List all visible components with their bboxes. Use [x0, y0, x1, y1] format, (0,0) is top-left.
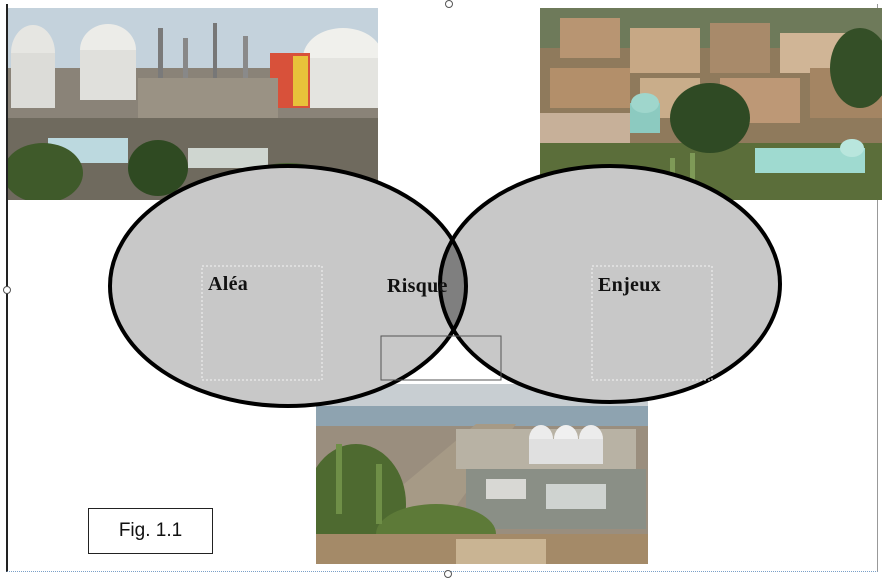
- risque-placeholder-box: [380, 335, 502, 381]
- left-resize-handle[interactable]: [3, 286, 11, 294]
- risque-label: Risque: [387, 275, 448, 297]
- enjeux-placeholder-box: [591, 265, 713, 381]
- alea-placeholder-box: [201, 265, 323, 381]
- figure-caption-box: Fig. 1.1: [88, 508, 213, 554]
- figure-caption: Fig. 1.1: [118, 520, 183, 541]
- industrial-refinery-photo: [8, 8, 378, 200]
- alea-label: Aléa: [208, 273, 249, 295]
- alea-ellipse: [110, 166, 466, 406]
- top-resize-handle[interactable]: [445, 0, 453, 8]
- enjeux-label: Enjeux: [598, 274, 661, 296]
- enjeux-ellipse: [440, 166, 780, 402]
